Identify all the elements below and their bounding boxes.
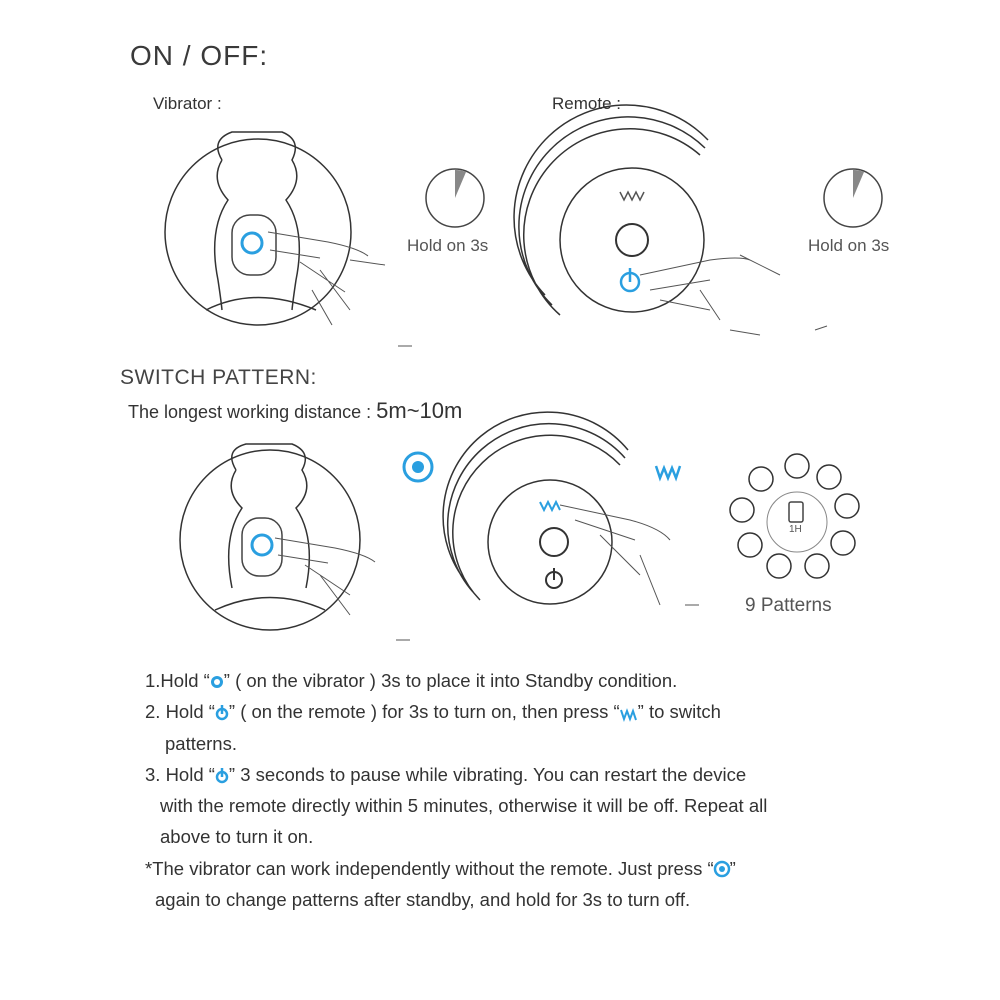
text: ” xyxy=(729,858,736,879)
text: 2. Hold “ xyxy=(145,701,215,722)
remote-power-icon xyxy=(215,705,229,721)
text: 1.Hold “ xyxy=(145,670,210,691)
on-off-heading: ON / OFF: xyxy=(130,40,269,71)
switch-pattern-heading: SWITCH PATTERN: xyxy=(120,366,317,389)
instruction-3: 3. Hold “ ” 3 seconds to pause while vibr… xyxy=(145,764,746,786)
note: *The vibrator can work independently wit… xyxy=(145,858,736,880)
text: ” to switch xyxy=(637,701,721,722)
working-distance: The longest working distance : 5m~10m xyxy=(128,398,462,424)
patterns-center-text: 1H xyxy=(789,524,802,535)
instruction-3-cont: with the remote directly within 5 minute… xyxy=(160,795,768,816)
pattern-wave-icon xyxy=(619,708,637,722)
instruction-2-cont: patterns. xyxy=(165,733,237,754)
vibrator-power-icon xyxy=(210,676,223,688)
instruction-2: 2. Hold “ ” ( on the remote ) for 3s to t… xyxy=(145,701,721,723)
remote-label: Remote : xyxy=(552,94,621,113)
instruction-3-cont2: above to turn it on. xyxy=(160,826,314,847)
text: ” ( on the vibrator ) 3s to place it int… xyxy=(223,670,678,691)
hold-remote-text: Hold on 3s xyxy=(808,236,890,255)
distance-label: The longest working distance : xyxy=(128,402,377,422)
text: ” ( on the remote ) for 3s to turn on, t… xyxy=(228,701,620,722)
vibrator-power-icon xyxy=(713,860,730,878)
instruction-1: 1.Hold “ ” ( on the vibrator ) 3s to plac… xyxy=(145,670,677,692)
patterns-label: 9 Patterns xyxy=(745,595,832,616)
text: *The vibrator can work independently wit… xyxy=(145,858,714,879)
distance-value: 5m~10m xyxy=(376,398,463,423)
note-cont: again to change patterns after standby, … xyxy=(155,889,691,910)
vibrator-label: Vibrator : xyxy=(153,94,222,113)
hold-vibrator-text: Hold on 3s xyxy=(407,236,489,255)
remote-power-icon xyxy=(215,768,229,784)
text: ” 3 seconds to pause while vibrating. Yo… xyxy=(228,764,747,785)
text: 3. Hold “ xyxy=(145,764,215,785)
